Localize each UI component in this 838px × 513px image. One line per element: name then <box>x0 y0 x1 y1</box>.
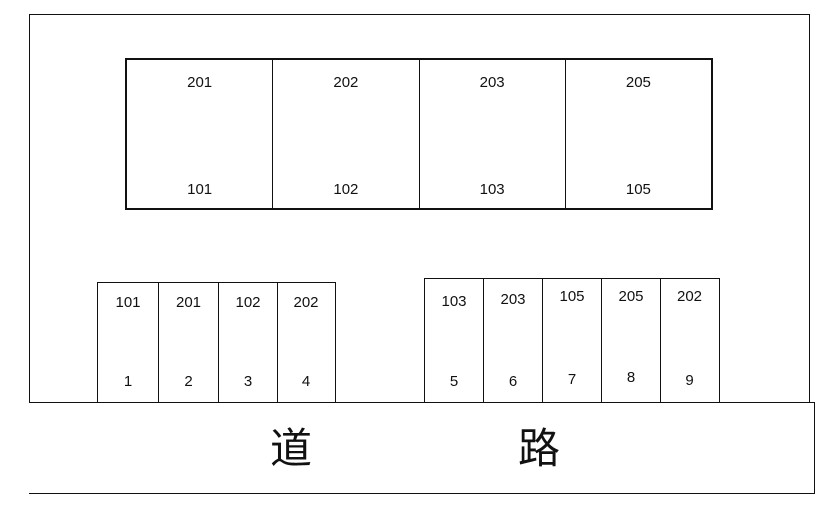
road-label-char: 路 <box>518 424 561 473</box>
parking-space-number: 3 <box>243 373 253 390</box>
unit-column: 205 105 <box>566 60 711 208</box>
parking-space-room: 101 <box>115 294 141 311</box>
parking-space-number: 6 <box>508 373 518 390</box>
parking-space: 103 5 <box>425 279 484 403</box>
parking-space-room: 103 <box>441 293 467 310</box>
parking-space-room: 201 <box>175 294 202 311</box>
parking-space-room: 203 <box>500 291 526 308</box>
unit-lower-room: 101 <box>187 181 213 198</box>
unit-upper-room: 205 <box>625 74 651 91</box>
unit-lower-room: 102 <box>333 181 359 198</box>
parking-space-room: 202 <box>676 288 703 305</box>
parking-space-number: 5 <box>449 373 459 390</box>
unit-column: 201 101 <box>127 60 274 208</box>
parking-space: 203 6 <box>484 279 543 403</box>
parking-space-number: 7 <box>567 371 577 388</box>
parking-space: 205 8 <box>602 279 661 403</box>
parking-space-room: 102 <box>235 294 261 311</box>
parking-space: 202 9 <box>661 279 718 403</box>
road <box>29 402 815 494</box>
parking-space: 201 2 <box>159 283 219 403</box>
unit-lower-room: 103 <box>479 181 505 198</box>
parking-space-number: 8 <box>626 369 636 386</box>
unit-column: 202 102 <box>273 60 420 208</box>
parking-space: 202 4 <box>278 283 334 403</box>
unit-upper-room: 203 <box>479 74 505 91</box>
unit-upper-room: 201 <box>187 74 213 91</box>
parking-space: 105 7 <box>543 279 602 403</box>
parking-group-right: 103 5 203 6 105 7 205 8 202 9 <box>424 278 720 403</box>
apartment-building: 201 101 202 102 203 103 205 105 <box>125 58 713 210</box>
road-label-char: 道 <box>270 424 313 473</box>
parking-space-room: 205 <box>618 288 644 305</box>
parking-space-room: 202 <box>293 294 319 311</box>
unit-column: 203 103 <box>420 60 566 208</box>
parking-space-number: 9 <box>685 372 694 389</box>
parking-space-number: 4 <box>301 373 311 390</box>
parking-space-number: 2 <box>184 373 193 390</box>
parking-space: 101 1 <box>98 283 159 403</box>
parking-space-number: 1 <box>123 373 133 390</box>
unit-lower-room: 105 <box>625 181 651 198</box>
unit-upper-room: 202 <box>333 74 359 91</box>
parking-space-room: 105 <box>559 288 585 305</box>
parking-group-left: 101 1 201 2 102 3 202 4 <box>97 282 336 403</box>
parking-space: 102 3 <box>219 283 278 403</box>
